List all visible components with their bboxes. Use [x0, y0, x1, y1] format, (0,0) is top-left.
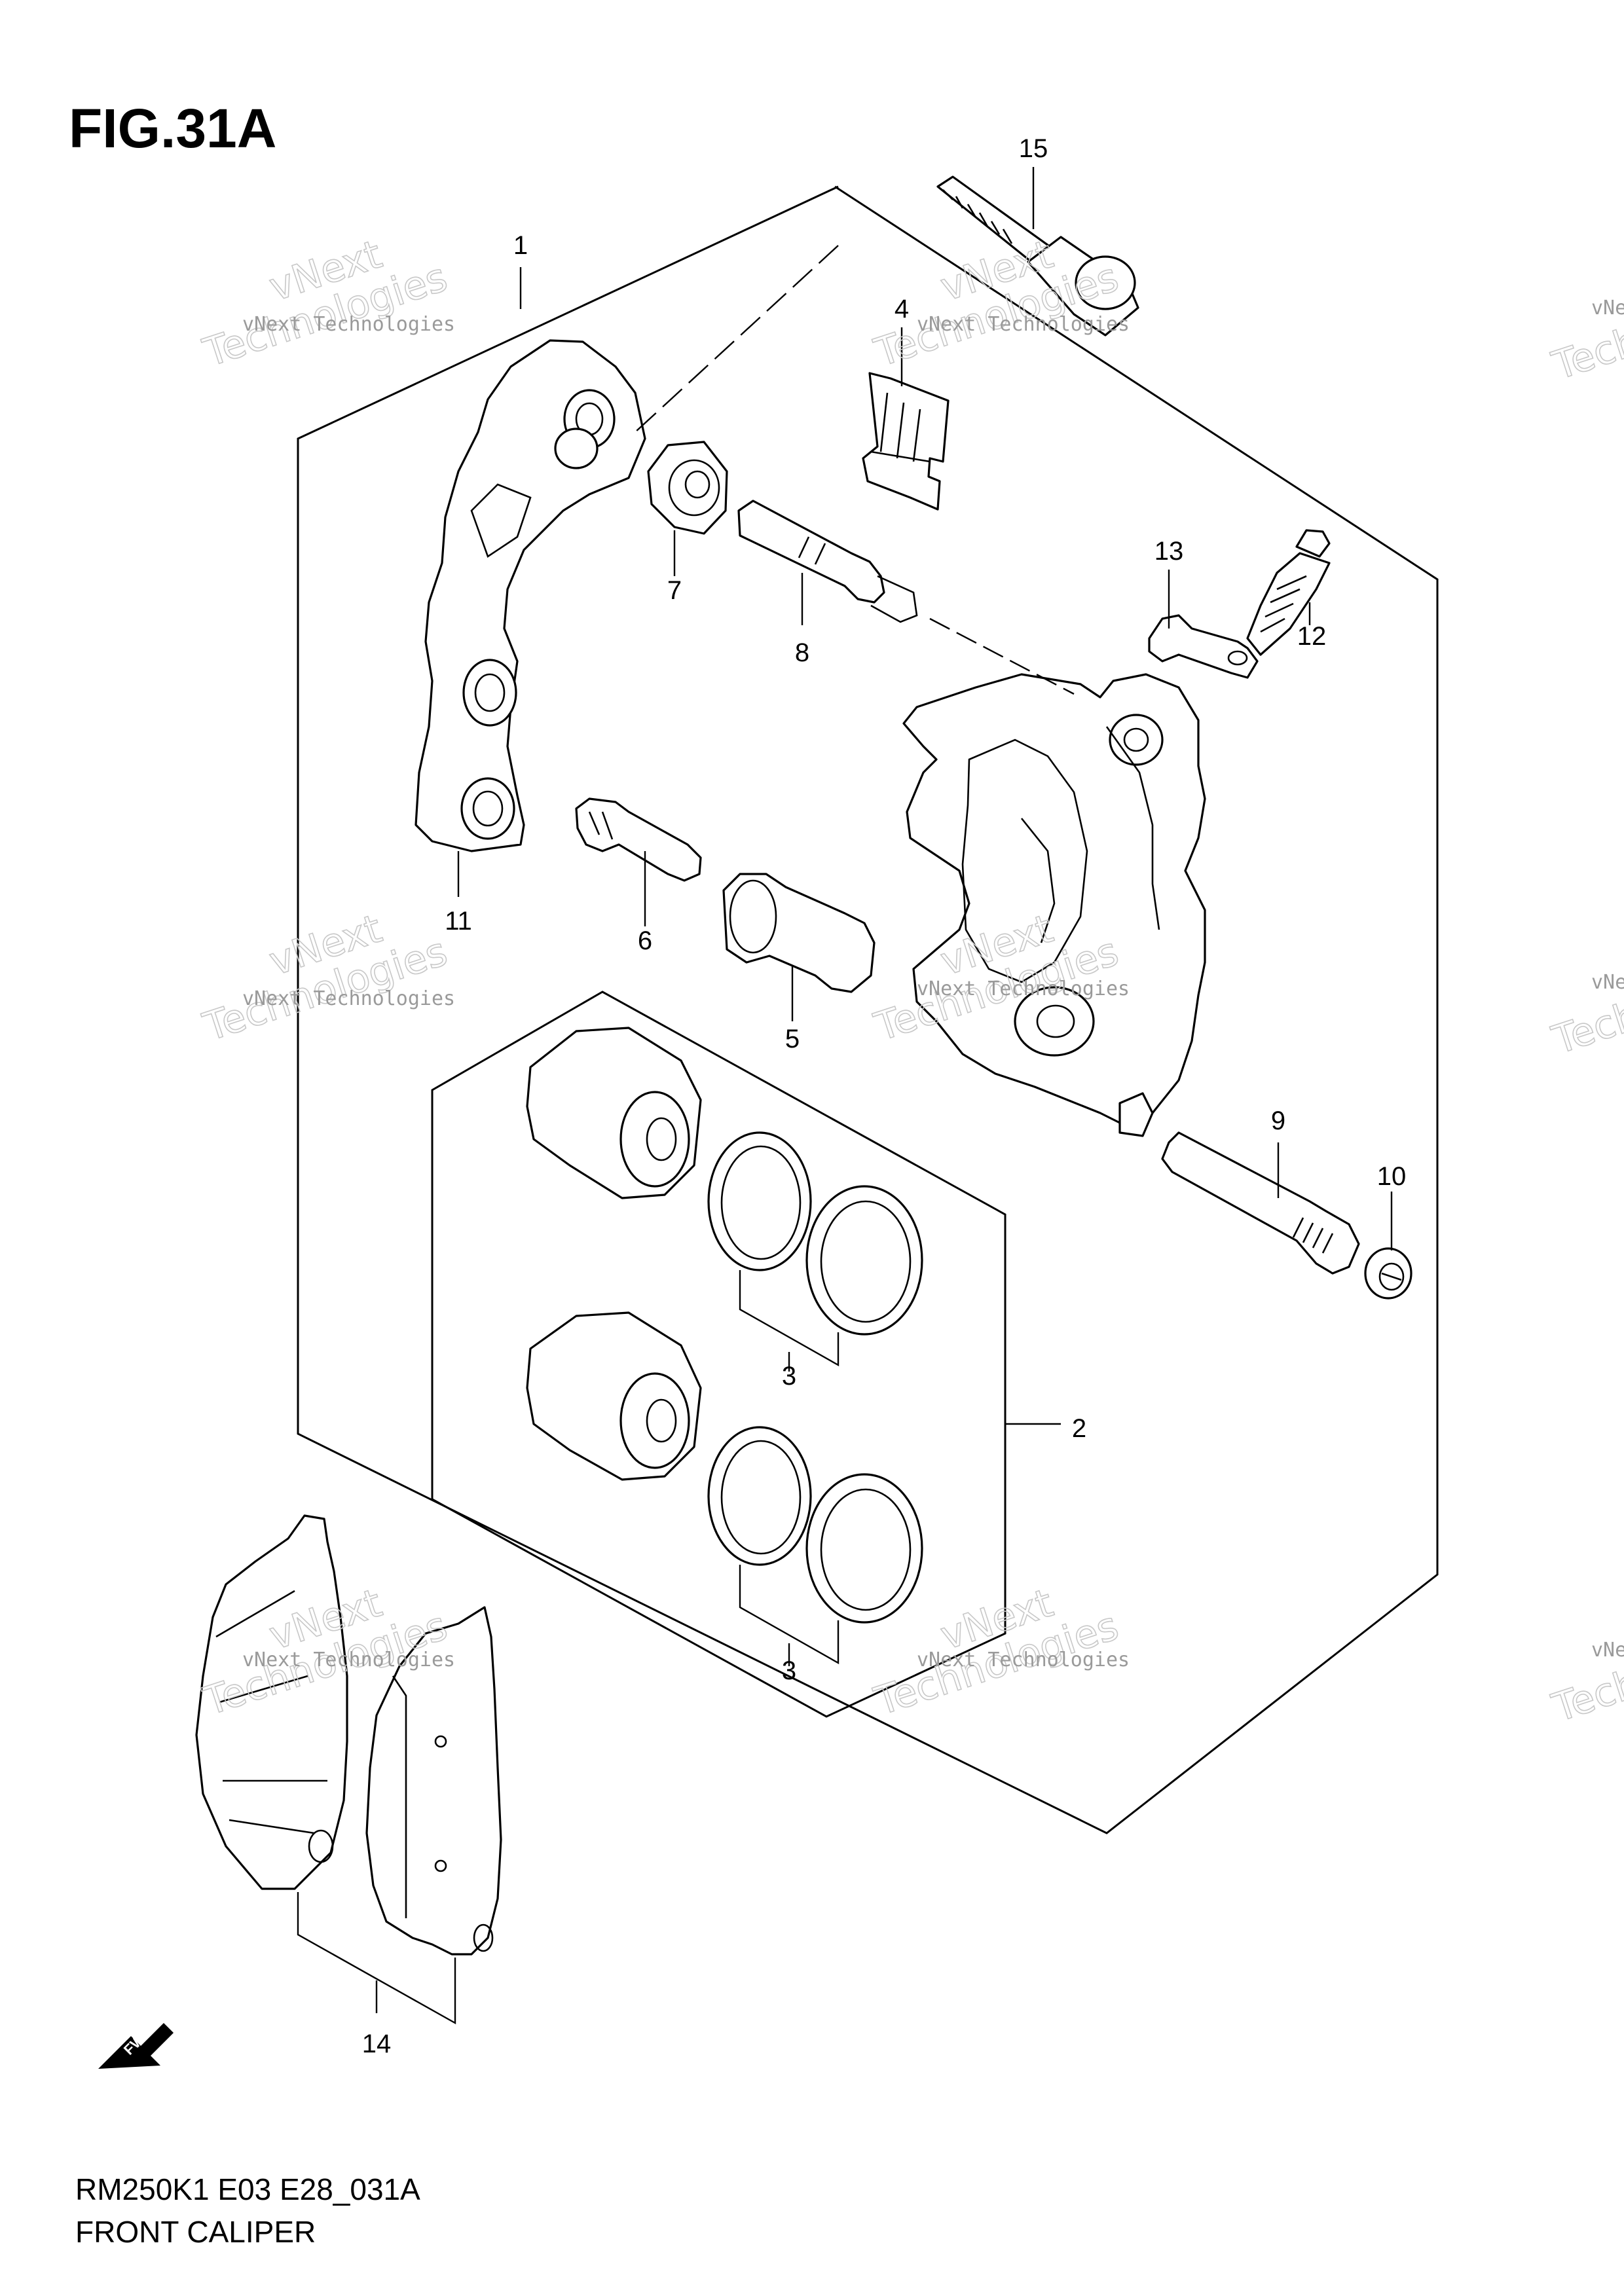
caliper-body [902, 673, 1206, 1137]
figure-title: FIG.31A [69, 98, 276, 159]
callout-12: 12 [1297, 622, 1327, 651]
callout-2: 2 [1072, 1414, 1086, 1443]
callout-1: 1 [513, 231, 528, 260]
leader-lines [297, 167, 1393, 2025]
callout-7: 7 [667, 576, 682, 605]
watermark-label: vNext Technologies [242, 1649, 455, 1671]
seal-lower-inner [805, 1473, 923, 1624]
callout-6: 6 [638, 926, 652, 955]
piston-lower [526, 1311, 702, 1481]
caliper-bracket-part-11 [415, 339, 646, 852]
watermark-label: vNext Technologies [917, 1649, 1130, 1671]
brake-pad-front [365, 1606, 502, 1956]
callout-14: 14 [362, 2030, 392, 2058]
fwd-arrow-icon: FWD [98, 2023, 174, 2069]
callout-8: 8 [795, 638, 809, 667]
seal-upper-outer [707, 1131, 812, 1271]
pin-part-5 [722, 873, 876, 993]
callout-3-upper: 3 [782, 1362, 796, 1391]
bolt-part-15 [936, 175, 1139, 337]
watermark-word: Technologies [1547, 942, 1624, 1064]
seal-kit-frame [431, 991, 1006, 1718]
watermark-label: vNext Technologies [242, 987, 455, 1010]
bleeder-valve-part-12 [1246, 529, 1331, 656]
watermark-label: vNext Technologies [1591, 297, 1624, 319]
watermark-label: vNext Technologies [917, 977, 1130, 1000]
callout-9: 9 [1271, 1106, 1285, 1135]
pin-part-6 [575, 797, 702, 882]
callout-15: 15 [1019, 134, 1048, 163]
boot-part-7 [647, 441, 728, 535]
callout-13: 13 [1154, 537, 1184, 566]
watermark-label: vNext Technologies [242, 313, 455, 336]
pin-part-9 [1161, 1131, 1360, 1275]
figure-code: RM250K1 E03 E28_031A [75, 2172, 420, 2206]
pad-spring-part-4 [862, 372, 950, 511]
piston-upper [526, 1027, 702, 1199]
callout-3-lower: 3 [782, 1656, 796, 1685]
watermark-word: Technologies [1547, 268, 1624, 390]
watermark-word: Technologies [1547, 1610, 1624, 1732]
assembly-frame [297, 185, 1439, 1834]
callout-10: 10 [1377, 1162, 1407, 1191]
watermark-label: vNext Technologies [917, 313, 1130, 336]
figure-name: FRONT CALIPER [75, 2215, 316, 2249]
watermark-label: vNext Technologies [1591, 1639, 1624, 1662]
seal-lower-outer [707, 1426, 812, 1566]
plug-part-10 [1364, 1247, 1412, 1300]
seal-upper-inner [805, 1185, 923, 1336]
slide-pin-part-8 [737, 500, 918, 623]
clip-part-13 [1148, 614, 1259, 679]
callout-4: 4 [895, 295, 909, 323]
brake-pad-rear [195, 1514, 348, 1890]
callout-5: 5 [785, 1025, 800, 1053]
callout-11: 11 [445, 907, 472, 936]
watermark-label: vNext Technologies [1591, 971, 1624, 994]
